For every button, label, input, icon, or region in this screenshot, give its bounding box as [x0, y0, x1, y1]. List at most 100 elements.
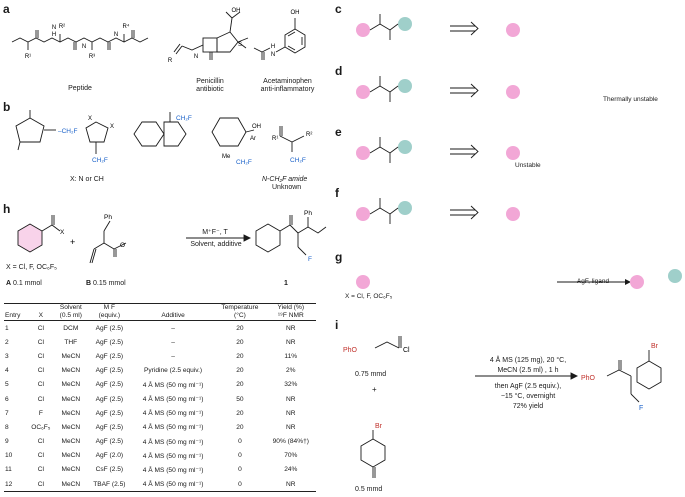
table-cell: MeCN [61, 452, 81, 460]
table-cell: Cl [37, 438, 44, 446]
svg-text:Cl: Cl [403, 347, 410, 354]
table-cell: 2 [5, 338, 9, 346]
svg-text:N: N [194, 54, 198, 60]
e-note: Unstable [515, 162, 541, 169]
table-cell: AgF (2.5) [95, 352, 124, 360]
h-a-label: A [6, 280, 12, 287]
panel-label-d: d [335, 64, 343, 78]
i-cond-3: then AgF (2.5 equiv.), [494, 383, 562, 390]
svg-text:N: N [271, 52, 275, 58]
table-cell: 0 [238, 452, 242, 460]
svg-text:CH₂F: CH₂F [176, 115, 192, 122]
table-cell: TBAF (2.5) [86, 477, 132, 493]
r1-circle [356, 146, 370, 160]
table-cell: Cl [37, 367, 44, 375]
table-cell: 20 [236, 423, 244, 431]
svg-text:Br: Br [375, 423, 383, 430]
svg-text:Me: Me [222, 154, 231, 160]
table-cell: MeCN [61, 409, 81, 417]
panel-label-e: e [335, 125, 342, 139]
table-cell: 4 [5, 367, 9, 375]
table-header: Entry [4, 303, 27, 321]
table-cell: AgF (2.5) [95, 324, 124, 332]
svg-text:R²: R² [306, 132, 312, 138]
h-cond-bottom: Solvent, additive [190, 241, 242, 248]
table-cell: 6 [5, 395, 9, 403]
table-cell: 0 [238, 438, 242, 446]
i-cond-1: 4 Å MS (125 mg), 20 °C, [489, 357, 567, 364]
svg-text:OH: OH [291, 10, 300, 16]
table-cell: NR [286, 409, 296, 417]
table-cell: 4 Å MS (50 mg ml⁻¹) [142, 396, 204, 404]
r2-circle [398, 201, 412, 215]
h-b-amount: 0.15 mmol [93, 280, 126, 287]
acetaminophen-sub-label: anti-inflammatory [260, 86, 315, 93]
table-header: Solvent(0.5 ml) [54, 303, 87, 321]
r1-circle [356, 275, 370, 289]
table-cell: THF [64, 338, 78, 346]
table-cell: 0 [238, 466, 242, 474]
table-cell: 4 Å MS (50 mg ml⁻¹) [142, 424, 204, 432]
table-cell: 0 [214, 477, 266, 493]
panel-label-b: b [3, 100, 11, 114]
table-cell: NR [286, 338, 296, 346]
table-cell: Cl [26, 477, 55, 493]
svg-text:PhO: PhO [581, 375, 596, 382]
table-cell: AgF (2.5) [95, 395, 124, 403]
b-amide-sub-label: Unknown [272, 184, 302, 191]
table-cell: AgF (2.5) [95, 423, 124, 431]
table-cell: MeCN [61, 466, 81, 474]
table-cell: 20 [236, 338, 244, 346]
table-cell: Cl [37, 324, 44, 332]
peptide-label: Peptide [68, 85, 92, 92]
table-cell: 9 [5, 438, 9, 446]
r1-circle [506, 207, 520, 221]
table-cell: – [171, 324, 175, 332]
table-cell: – [171, 338, 175, 346]
table-cell: Cl [37, 452, 44, 460]
d-note: Thermally unstable [603, 96, 658, 103]
table-cell: 4 Å MS (50 mg ml⁻¹) [142, 381, 204, 389]
panel-i-scheme: PhO Cl Br PhO Br F [343, 336, 662, 478]
svg-text:Br: Br [651, 343, 659, 350]
table-cell: MeCN [54, 477, 87, 493]
svg-text:R²: R² [59, 24, 65, 30]
svg-text:Ph: Ph [104, 214, 112, 221]
r2-circle [668, 269, 682, 283]
table-cell: 20 [236, 352, 244, 360]
table-cell: AgF (2.5) [95, 367, 124, 375]
table-cell: MeCN [61, 352, 81, 360]
r1-circle [506, 146, 520, 160]
table-cell: 20 [236, 381, 244, 389]
table-cell: 4 Å MS (50 mg ml⁻¹) [142, 466, 204, 474]
acetaminophen-label: Acetaminophen [263, 78, 312, 85]
table-cell: 50 [236, 395, 244, 403]
table-cell: 1 [5, 324, 9, 332]
svg-text:R⁴: R⁴ [123, 23, 130, 30]
h-x-note: X = Cl, F, OC₆F₅ [6, 264, 57, 271]
table-header: X [26, 303, 55, 321]
svg-text:R³: R³ [89, 54, 95, 60]
table-cell: AgF (2.0) [95, 452, 124, 460]
svg-text:N: N [114, 32, 118, 38]
svg-text:CH₂F: CH₂F [92, 157, 108, 164]
table-cell: 90% (84%†) [272, 438, 309, 446]
svg-text:R¹: R¹ [25, 54, 31, 60]
table-cell: Cl [37, 352, 44, 360]
retro-arrow-head [470, 83, 479, 98]
r1-circle [356, 207, 370, 221]
table-cell: 4 Å MS (50 mg ml⁻¹) [142, 452, 204, 460]
table-cell: 8 [5, 423, 9, 431]
table-cell: MeCN [61, 395, 81, 403]
table-cell: 10 [5, 452, 13, 460]
table-cell: 4 Å MS (50 mg ml⁻¹) [131, 477, 215, 493]
